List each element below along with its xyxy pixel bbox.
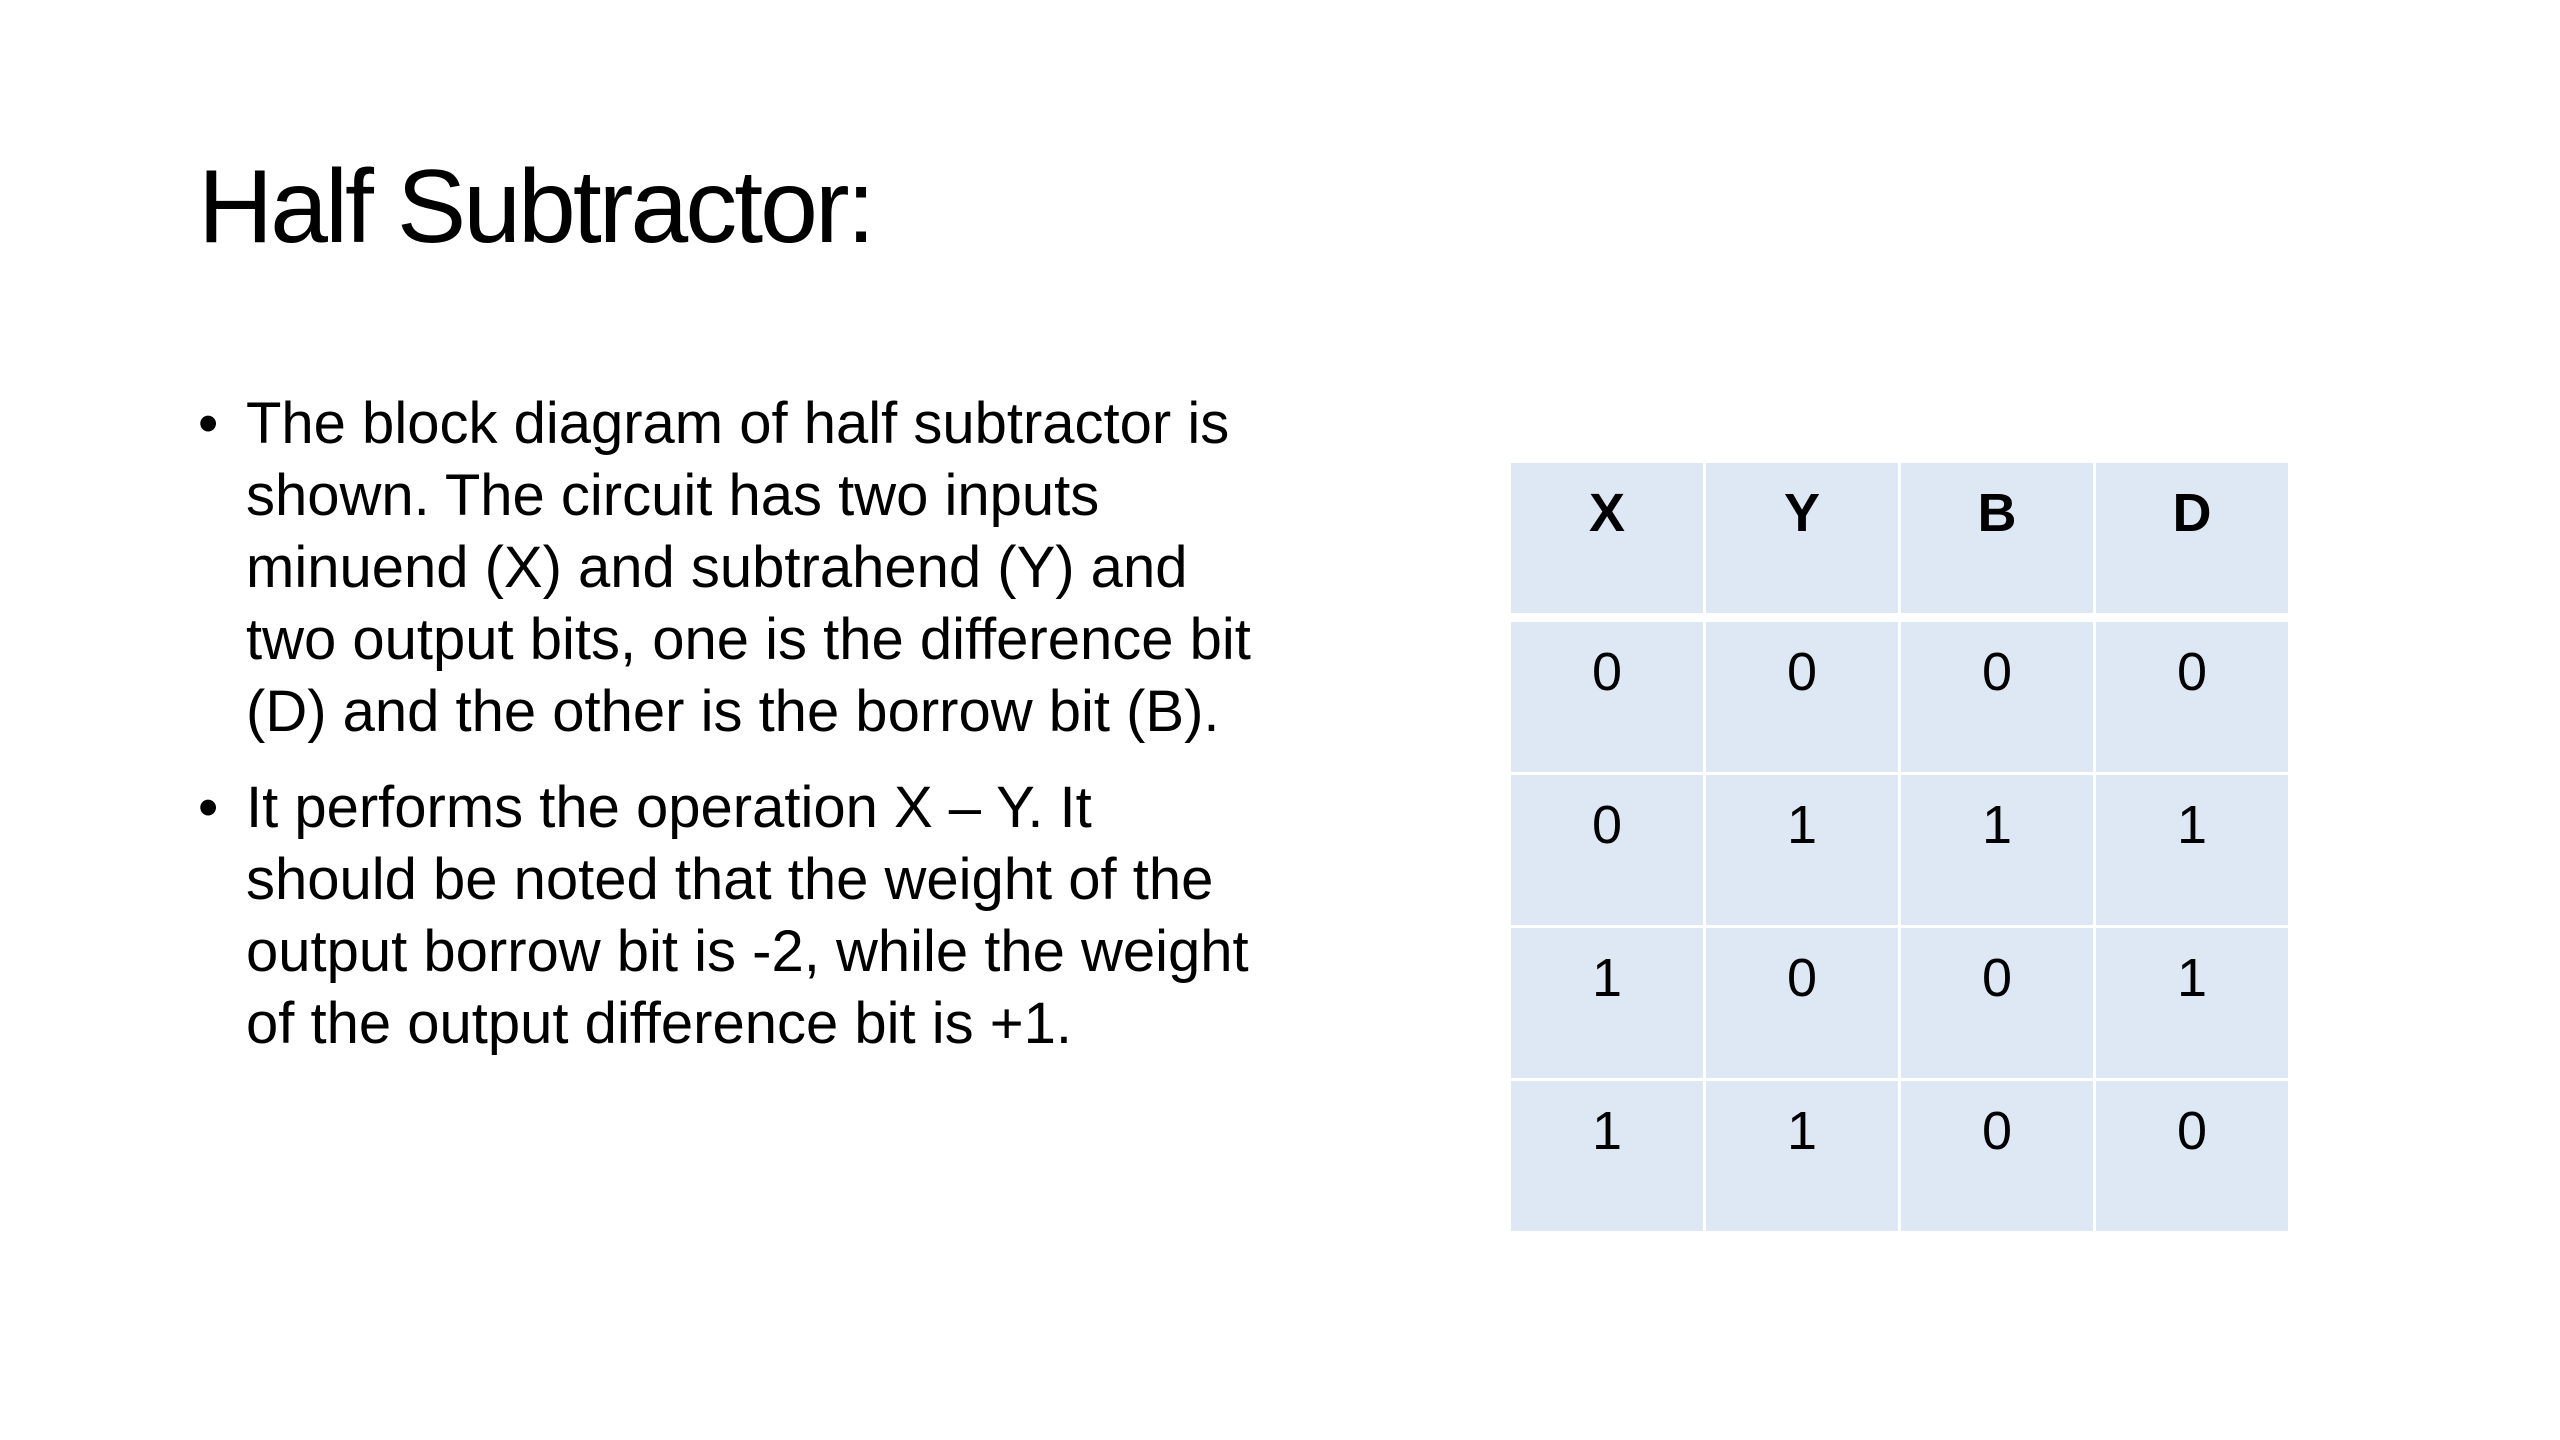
table-cell: 1 xyxy=(1898,772,2096,928)
truth-table: X Y B D 0 0 0 0 0 1 1 1 1 0 0 xyxy=(1508,460,2291,1234)
bullet-text: It performs the operation X – Y. It shou… xyxy=(246,775,1249,1056)
bullet-glyph: • xyxy=(198,775,219,840)
table-row: 0 1 1 1 xyxy=(1508,772,2291,928)
table-cell: 0 xyxy=(1703,616,1901,775)
table-cell: 0 xyxy=(1508,616,1706,775)
bullet-text: The block diagram of half subtractor is … xyxy=(246,391,1251,744)
header-y: Y xyxy=(1703,460,1901,619)
table-cell: 1 xyxy=(1703,772,1901,928)
table-cell: 1 xyxy=(1508,925,1706,1081)
table-cell: 0 xyxy=(2093,616,2291,775)
table-cell: 0 xyxy=(1898,616,2096,775)
header-x: X xyxy=(1508,460,1706,619)
table-cell: 0 xyxy=(1898,925,2096,1081)
table-row: 1 0 0 1 xyxy=(1508,925,2291,1081)
table-row: 0 0 0 0 xyxy=(1508,616,2291,775)
table-cell: 1 xyxy=(1508,1078,1706,1234)
table-cell: 1 xyxy=(2093,925,2291,1081)
table-cell: 0 xyxy=(1703,925,1901,1081)
table-cell: 0 xyxy=(1508,772,1706,928)
table-header-row: X Y B D xyxy=(1508,460,2291,619)
table-cell: 1 xyxy=(1703,1078,1901,1234)
table-cell: 1 xyxy=(2093,772,2291,928)
header-d: D xyxy=(2093,460,2291,619)
bullet-item-operation: • It performs the operation X – Y. It sh… xyxy=(198,772,1258,1060)
table-cell: 0 xyxy=(2093,1078,2291,1234)
table-row: 1 1 0 0 xyxy=(1508,1078,2291,1234)
bullet-list: • The block diagram of half subtractor i… xyxy=(198,388,1258,1084)
bullet-item-block-diagram: • The block diagram of half subtractor i… xyxy=(198,388,1258,748)
slide-title: Half Subtractor: xyxy=(198,149,876,265)
bullet-glyph: • xyxy=(198,391,219,456)
header-b: B xyxy=(1898,460,2096,619)
table-cell: 0 xyxy=(1898,1078,2096,1234)
